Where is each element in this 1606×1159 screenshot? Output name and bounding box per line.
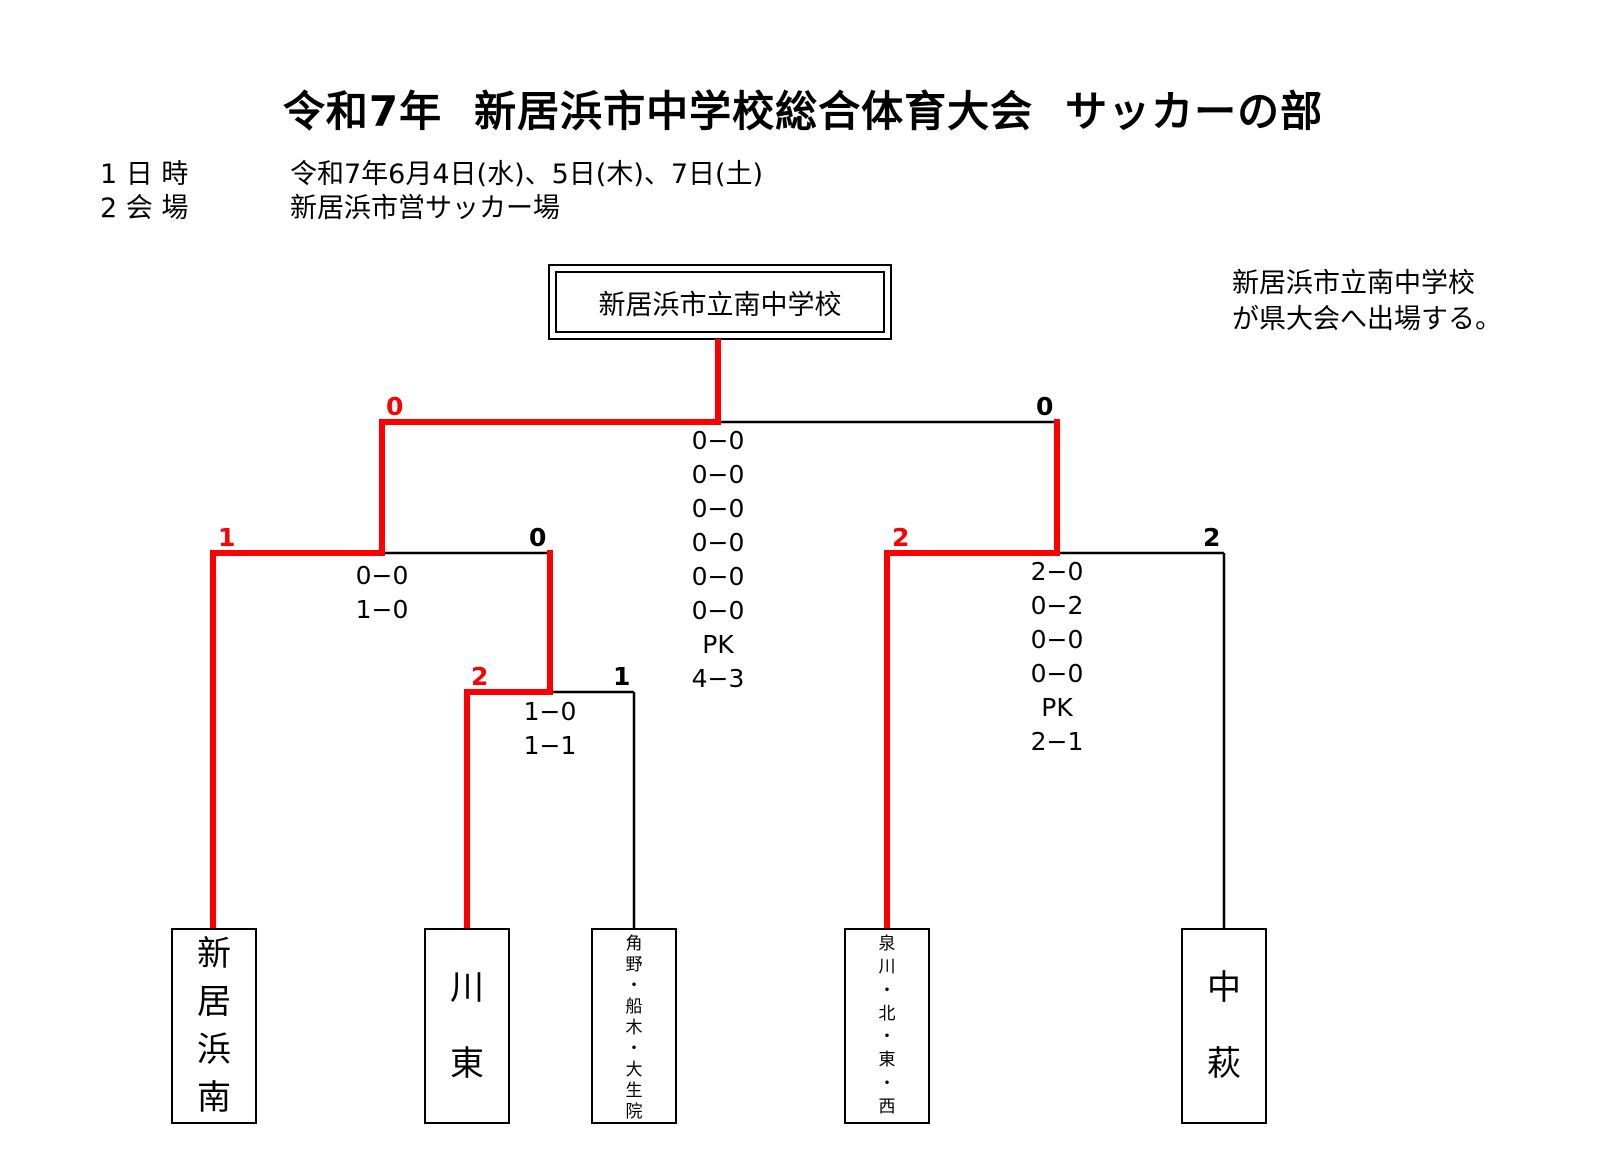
score-final-right: 0 <box>1036 392 1054 421</box>
result-line: 2−1 <box>1030 727 1084 756</box>
result-line: 0−0 <box>691 596 745 625</box>
team-char: ・ <box>625 1039 643 1059</box>
result-line: 4−3 <box>691 664 745 693</box>
team-char: 東 <box>450 1044 484 1085</box>
venue-label: 2 会 場 <box>100 193 189 224</box>
team-char: 萩 <box>1207 1044 1241 1085</box>
result-line: 2−0 <box>1030 557 1084 586</box>
date-label: 1 日 時 <box>100 159 189 190</box>
score-qf-left: 2 <box>471 662 489 691</box>
team-char: ・ <box>625 976 643 996</box>
title-event: 新居浜市中学校総合体育大会 <box>474 87 1034 136</box>
score-sf2-left: 2 <box>892 523 910 552</box>
team-box-sumino-funaki-ojoin: 角 野 ・ 船 木 ・ 大 生 院 <box>591 928 677 1124</box>
team-char: 川 <box>450 967 484 1008</box>
score-sf1-left: 1 <box>218 523 236 552</box>
team-char: 船 <box>625 997 643 1017</box>
page-title: 令和7年新居浜市中学校総合体育大会サッカーの部 <box>0 78 1606 139</box>
team-char: 居 <box>197 982 231 1022</box>
score-qf-right: 1 <box>613 662 631 691</box>
advance-note: 新居浜市立南中学校 が県大会へ出場する。 <box>1232 266 1502 338</box>
result-line: 0−0 <box>691 562 745 591</box>
result-line: 0−0 <box>1030 659 1084 688</box>
team-box-izumikawa-kita-higashi-nishi: 泉 川 ・ 北 ・ 東 ・ 西 <box>844 928 930 1124</box>
team-char: 角 <box>625 934 643 954</box>
results-qf: 1−0 1−1 <box>490 695 610 763</box>
title-division: サッカーの部 <box>1065 87 1324 136</box>
result-line: 0−0 <box>1030 625 1084 654</box>
results-sf1: 0−0 1−0 <box>322 559 442 627</box>
team-char: 野 <box>625 955 643 975</box>
team-char: 新 <box>197 934 231 974</box>
result-line: 1−0 <box>355 595 409 624</box>
team-char: 東 <box>878 1050 896 1071</box>
note-line-1: 新居浜市立南中学校 <box>1232 268 1475 299</box>
team-char: 木 <box>625 1018 643 1038</box>
result-line: 0−2 <box>1030 591 1084 620</box>
team-box-niihama-minami: 新 居 浜 南 <box>171 928 257 1124</box>
team-char: ・ <box>878 1073 896 1094</box>
team-char: 中 <box>1207 967 1241 1008</box>
champion-name: 新居浜市立南中学校 <box>598 289 842 321</box>
team-char: ・ <box>878 980 896 1001</box>
score-sf1-right: 0 <box>529 523 547 552</box>
team-char: 浜 <box>197 1030 231 1070</box>
result-line: 1−1 <box>523 731 577 760</box>
team-char: 南 <box>197 1078 231 1118</box>
note-line-2: が県大会へ出場する。 <box>1232 304 1502 335</box>
result-line: 1−0 <box>523 697 577 726</box>
score-sf2-right: 2 <box>1203 523 1221 552</box>
info-date: 1 日 時 令和7年6月4日(水)、5日(木)、7日(土) <box>100 158 763 192</box>
venue-value: 新居浜市営サッカー場 <box>290 193 560 224</box>
team-char: 生 <box>625 1081 643 1101</box>
result-line: PK <box>702 630 734 659</box>
team-char: 大 <box>625 1060 643 1080</box>
title-era: 令和7年 <box>282 87 443 136</box>
team-char: 泉 <box>878 934 896 954</box>
result-line: 0−0 <box>691 426 745 455</box>
team-box-kawahigashi: 川 東 <box>424 928 510 1124</box>
score-final-left: 0 <box>386 392 404 421</box>
result-line: 0−0 <box>355 561 409 590</box>
date-value: 令和7年6月4日(水)、5日(木)、7日(土) <box>290 159 764 190</box>
result-line: PK <box>1041 693 1073 722</box>
result-line: 0−0 <box>691 494 745 523</box>
team-char: 西 <box>878 1096 896 1117</box>
result-line: 0−0 <box>691 460 745 489</box>
info-venue: 2 会 場 新居浜市営サッカー場 <box>100 192 560 226</box>
results-final: 0−0 0−0 0−0 0−0 0−0 0−0 PK 4−3 <box>658 424 778 696</box>
team-char: ・ <box>878 1027 896 1048</box>
result-line: 0−0 <box>691 528 745 557</box>
team-char: 川 <box>878 957 896 978</box>
team-char: 北 <box>878 1003 896 1024</box>
results-sf2: 2−0 0−2 0−0 0−0 PK 2−1 <box>997 555 1117 759</box>
team-box-nakahagi: 中 萩 <box>1181 928 1267 1124</box>
team-char: 院 <box>625 1102 643 1122</box>
